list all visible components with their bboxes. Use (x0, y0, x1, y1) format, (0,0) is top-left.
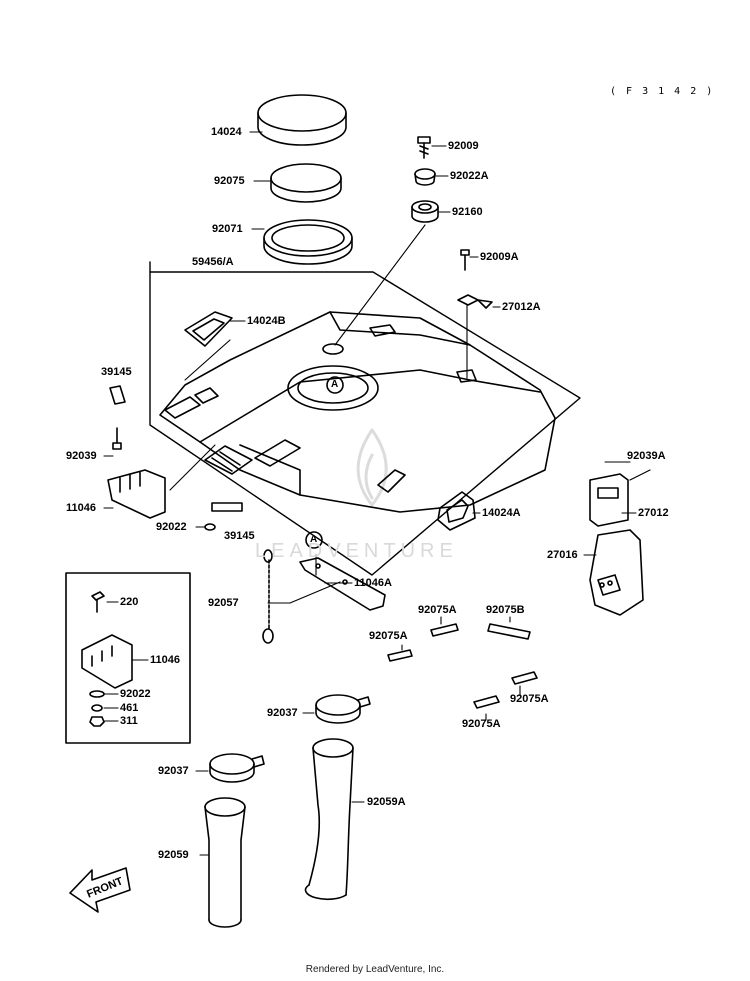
callout-a-upper: A (331, 379, 339, 390)
seal-14024A-icon (437, 491, 476, 531)
label-11046-inset: 11046 (150, 654, 180, 666)
label-27012A: 27012A (502, 301, 541, 313)
label-14024: 14024 (211, 126, 242, 138)
label-92057: 92057 (208, 597, 239, 609)
seal-14024B-icon (184, 311, 233, 347)
label-92039: 92039 (66, 450, 97, 462)
grommet-92022A-icon (414, 168, 436, 186)
label-92009A: 92009A (480, 251, 519, 263)
label-92022A: 92022A (450, 170, 489, 182)
label-11046A: 11046A (354, 577, 392, 589)
label-92075B: 92075B (486, 604, 525, 616)
label-92071: 92071 (212, 223, 243, 235)
label-39145-lower: 39145 (224, 530, 255, 542)
inset-detail-box (65, 572, 191, 744)
pin-39145-icon (109, 385, 126, 405)
label-92009: 92009 (448, 140, 479, 152)
label-14024B: 14024B (247, 315, 286, 327)
label-27016: 27016 (547, 549, 578, 561)
label-59456A: 59456/A (192, 256, 234, 268)
duct-92059-icon (204, 797, 246, 928)
ring-92071-icon (263, 219, 353, 265)
plate-11046A-icon (299, 557, 386, 611)
grommet-92160-icon (411, 200, 439, 223)
vent-27012-icon (589, 469, 651, 527)
strip-92075-icon (387, 623, 538, 709)
label-92160: 92160 (452, 206, 483, 218)
pin-39145-lower-icon (211, 502, 243, 512)
washer-92022-icon (204, 523, 216, 531)
label-92075A-1: 92075A (418, 604, 457, 616)
label-92039A: 92039A (627, 450, 666, 462)
label-92075A-4: 92075A (462, 718, 501, 730)
plug-92075-icon (270, 163, 342, 203)
label-461: 461 (120, 702, 139, 714)
clip-27012A-icon (457, 294, 493, 309)
assembly-boundary (149, 261, 581, 576)
hood-cover-icon (159, 311, 556, 513)
watermark: LEADVENTURE (255, 540, 458, 562)
callout-a-icon (305, 376, 344, 549)
bolt-92009-icon (417, 136, 431, 159)
label-92059A: 92059A (367, 796, 406, 808)
clamp-92037-lower-icon (209, 753, 265, 783)
label-92037-lower: 92037 (158, 765, 189, 777)
duct-92059A-icon (304, 738, 354, 901)
leader-lines (103, 131, 637, 856)
label-92059: 92059 (158, 849, 189, 861)
label-92075A-3: 92075A (510, 693, 549, 705)
label-311: 311 (120, 715, 138, 727)
label-220: 220 (120, 596, 139, 608)
label-92022-inset: 92022 (120, 688, 151, 700)
diagram-code: ( F 3 1 4 2 ) (610, 86, 715, 97)
label-27012: 27012 (638, 507, 669, 519)
box-27016-icon (589, 529, 644, 616)
cord-92057-icon (262, 549, 274, 644)
label-92037-upper: 92037 (267, 707, 298, 719)
label-39145-upper: 39145 (101, 366, 132, 378)
label-92022-upper: 92022 (156, 521, 187, 533)
watermark-flame-icon (356, 428, 388, 507)
label-92075: 92075 (214, 175, 245, 187)
footer-credit: Rendered by LeadVenture, Inc. (305, 964, 445, 975)
label-14024A: 14024A (482, 507, 521, 519)
front-arrow-icon (69, 867, 131, 913)
label-11046-upper: 11046 (66, 502, 96, 514)
bolt-92009A-icon (460, 249, 470, 271)
bolt-92039-icon (112, 427, 122, 450)
label-92075A-2: 92075A (369, 630, 408, 642)
clamp-92037-upper-icon (315, 694, 371, 724)
bracket-11046-icon (107, 469, 166, 519)
callout-a-lower: A (310, 534, 318, 545)
cap-14024-icon (257, 94, 347, 146)
